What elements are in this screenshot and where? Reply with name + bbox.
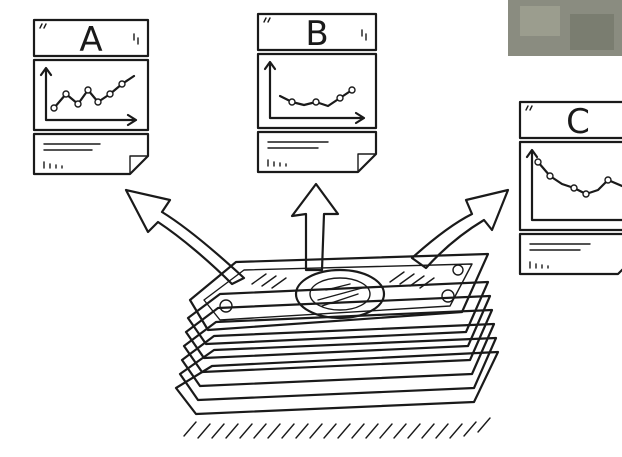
arrow-to-document-b bbox=[292, 184, 338, 270]
document-c: C bbox=[516, 96, 622, 276]
document-a-letter: A bbox=[79, 20, 102, 60]
ground-shadow bbox=[184, 418, 490, 438]
document-c-letter: C bbox=[566, 102, 590, 142]
photo-fragment bbox=[508, 0, 622, 56]
document-a: A bbox=[30, 14, 152, 174]
money-stack bbox=[176, 254, 498, 414]
document-b-letter: B bbox=[305, 14, 328, 54]
document-b: B bbox=[254, 10, 380, 172]
